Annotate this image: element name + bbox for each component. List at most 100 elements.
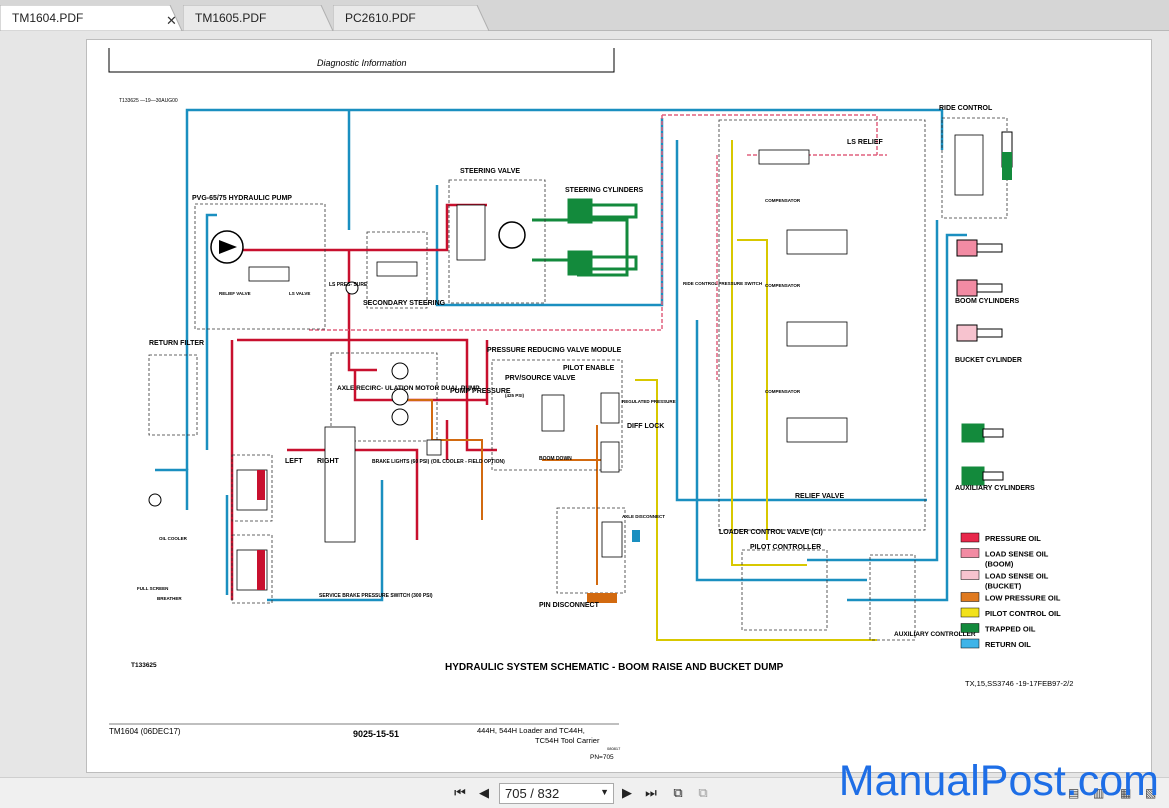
- axle-motor-label: AXLE RECIRC- ULATION MOTOR DUAL PUMP: [337, 385, 480, 392]
- secondary-steering-label: SECONDARY STEERING: [363, 300, 446, 307]
- watermark: ManualPost.com: [838, 757, 1159, 805]
- ride-control-label: RIDE CONTROL: [939, 105, 993, 112]
- pilot-enable-label: PILOT ENABLE: [563, 365, 615, 372]
- ref-code: TX,15,SS3746 -19-17FEB97-2/2: [965, 679, 1073, 688]
- tab-label: PC2610.PDF: [345, 11, 416, 25]
- legend-label-sub: (BOOM): [985, 560, 1014, 569]
- tab-shape: [183, 5, 333, 31]
- boom-cyl-label: BOOM CYLINDERS: [955, 298, 1020, 305]
- legend-swatch: [960, 607, 980, 618]
- full-screen-label: FULL SCREEN: [137, 586, 168, 591]
- figure-code-bottom: T133625: [131, 662, 157, 669]
- bucket-cyl: [956, 324, 978, 342]
- bucket-cyl-label: BUCKET CYLINDER: [955, 357, 1022, 364]
- schematic: Diagnostic Information T133625 —19—30AUG…: [108, 48, 1073, 761]
- page-select[interactable]: 705 / 832 ▼: [499, 783, 614, 804]
- steering-motor-symbol: [498, 221, 526, 249]
- aux-rod-2: [982, 471, 1004, 481]
- continuous-view-icon[interactable]: ▥: [1093, 786, 1105, 800]
- aux-rod-1: [982, 428, 1004, 438]
- boom-rod-1: [976, 243, 1003, 253]
- prm-label: PRESSURE REDUCING VALVE MODULE: [487, 347, 622, 354]
- tab-tm1604[interactable]: TM1604.PDF: [0, 5, 182, 31]
- boom-cyl-2: [956, 279, 978, 297]
- ride-accumulator-fill: [1002, 152, 1012, 180]
- ls-relief-label: LS RELIEF: [847, 139, 884, 146]
- boom-rod-2: [976, 283, 1003, 293]
- prev-page-icon[interactable]: ◀: [479, 785, 489, 800]
- tab-bar: TM1604.PDF ✕ TM1605.PDF PC2610.PDF: [0, 0, 1169, 31]
- pump-label: PVG-65/75 HYDRAULIC PUMP: [192, 195, 292, 202]
- cover-view-icon[interactable]: ▧: [1145, 786, 1157, 800]
- pump-pressure-label: PUMP PRESSURE: [450, 388, 511, 395]
- legend-swatch: [960, 532, 980, 543]
- return-lines: [155, 108, 967, 602]
- tab-pc2610[interactable]: PC2610.PDF: [333, 5, 489, 31]
- document-viewer[interactable]: Diagnostic Information T133625 —19—30AUG…: [0, 31, 1169, 777]
- oil-cooler-label: (OIL COOLER - FIELD OPTION): [431, 459, 505, 465]
- compensator-label-1: COMPENSATOR: [765, 198, 801, 203]
- secondary-steering-pump: [345, 281, 359, 295]
- navigation-bar: ⏮ ◀ 705 / 832 ▼ ▶ ⏭ ⧉ ⧉ ▤ ▥ ▦ ▧: [0, 777, 1169, 808]
- boom-down-label: BOOM DOWN: [539, 456, 572, 462]
- breather-label: BREATHER: [157, 596, 182, 601]
- legend-label: PILOT CONTROL OIL: [985, 609, 1061, 618]
- page-indicator: 705 / 832: [505, 786, 560, 801]
- next-page-icon[interactable]: ▶: [622, 785, 632, 800]
- pilot-controller-label: PILOT CONTROLLER: [750, 544, 821, 551]
- facing-view-icon[interactable]: ▦: [1120, 786, 1132, 800]
- footer-right-tiny: 080817: [607, 746, 621, 751]
- axle-disconnect-label: AXLE DISCONNECT: [622, 514, 665, 519]
- back-view-icon[interactable]: ⧉: [673, 785, 683, 800]
- footer-center: 9025-15-51: [353, 729, 399, 739]
- relief-valve-2-label: RELIEF VALVE: [795, 493, 844, 500]
- left-label: LEFT: [285, 458, 303, 465]
- accumulator-2: [257, 550, 265, 590]
- return-filter-label: RETURN FILTER: [149, 340, 204, 347]
- right-label: RIGHT: [317, 458, 340, 465]
- prv-label: PRV/SOURCE VALVE: [505, 375, 576, 382]
- pdf-page: Diagnostic Information T133625 —19—30AUG…: [86, 39, 1152, 773]
- accumulator-1: [257, 470, 265, 500]
- chevron-down-icon: ▼: [600, 787, 609, 797]
- last-page-icon[interactable]: ⏭: [645, 785, 657, 800]
- steering-valve-label: STEERING VALVE: [460, 168, 520, 175]
- figure-code: T133625 —19—30AUG00: [119, 98, 178, 104]
- compensator-label-3: COMPENSATOR: [765, 389, 801, 394]
- legend-swatch: [960, 570, 980, 580]
- trapped-lines: [532, 140, 1007, 486]
- ride-switch-label: RIDE CONTROL PRESSURE SWITCH: [683, 281, 762, 286]
- legend-label: TRAPPED OIL: [985, 625, 1036, 634]
- dual-pump-3: [391, 408, 409, 426]
- boom-cyl-1: [956, 239, 978, 257]
- pin-disconnect-cyl: [587, 593, 617, 603]
- pump-arrow: [219, 240, 237, 254]
- legend-swatch: [960, 548, 980, 558]
- forward-view-icon[interactable]: ⧉: [698, 785, 708, 800]
- regulated-label: REGULATED PRESSURE: [622, 399, 676, 404]
- schematic-title: HYDRAULIC SYSTEM SCHEMATIC - BOOM RAISE …: [445, 662, 784, 673]
- aux-controller-label: AUXILIARY CONTROLLER: [894, 631, 976, 638]
- diff-lock-label: DIFF LOCK: [627, 423, 664, 430]
- footer-right-3: PN=705: [590, 754, 614, 761]
- bucket-rod: [976, 328, 1003, 338]
- legend-swatch: [960, 592, 980, 602]
- legend-label: LOAD SENSE OIL: [985, 550, 1049, 559]
- loader-cv-label: LOADER CONTROL VALVE (CI): [719, 529, 823, 536]
- axle-disconnect-cyl: [632, 530, 640, 542]
- gauge-symbol: [148, 493, 162, 507]
- pin-disconnect-label: PIN DISCONNECT: [539, 602, 600, 609]
- page-header: Diagnostic Information: [317, 58, 407, 68]
- footer-right-1: 444H, 544H Loader and TC44H,: [477, 726, 585, 735]
- legend-swatch: [960, 638, 980, 649]
- close-icon[interactable]: ✕: [166, 13, 177, 28]
- aux-cyl-label: AUXILIARY CYLINDERS: [955, 485, 1035, 492]
- tab-tm1605[interactable]: TM1605.PDF: [183, 5, 333, 31]
- legend-label: LOW PRESSURE OIL: [985, 594, 1061, 603]
- tab-label: TM1605.PDF: [195, 11, 267, 25]
- dual-pump-1: [391, 362, 409, 380]
- single-page-view-icon[interactable]: ▤: [1068, 786, 1080, 800]
- first-page-icon[interactable]: ⏮: [454, 785, 466, 800]
- tab-label: TM1604.PDF: [12, 11, 84, 25]
